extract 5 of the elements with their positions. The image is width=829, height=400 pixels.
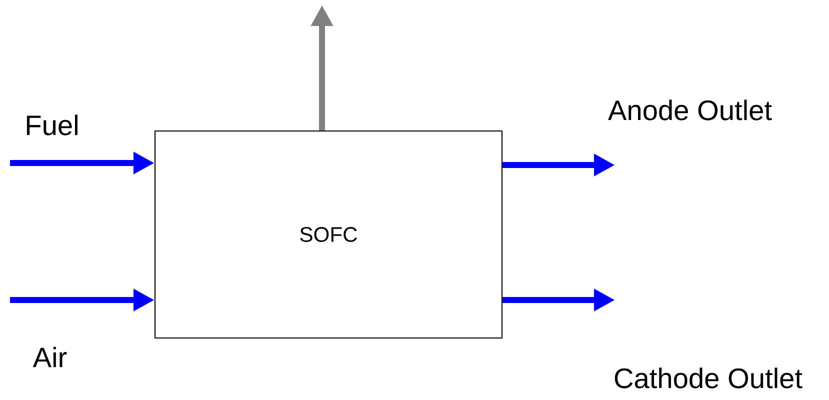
flow-label: Cathode Outlet xyxy=(614,368,802,388)
flow-label: Fuel xyxy=(26,114,78,136)
flow-label: Air xyxy=(32,346,67,368)
flow-label: Anode Outlet xyxy=(608,100,772,120)
process-box: SOFC xyxy=(154,130,503,339)
